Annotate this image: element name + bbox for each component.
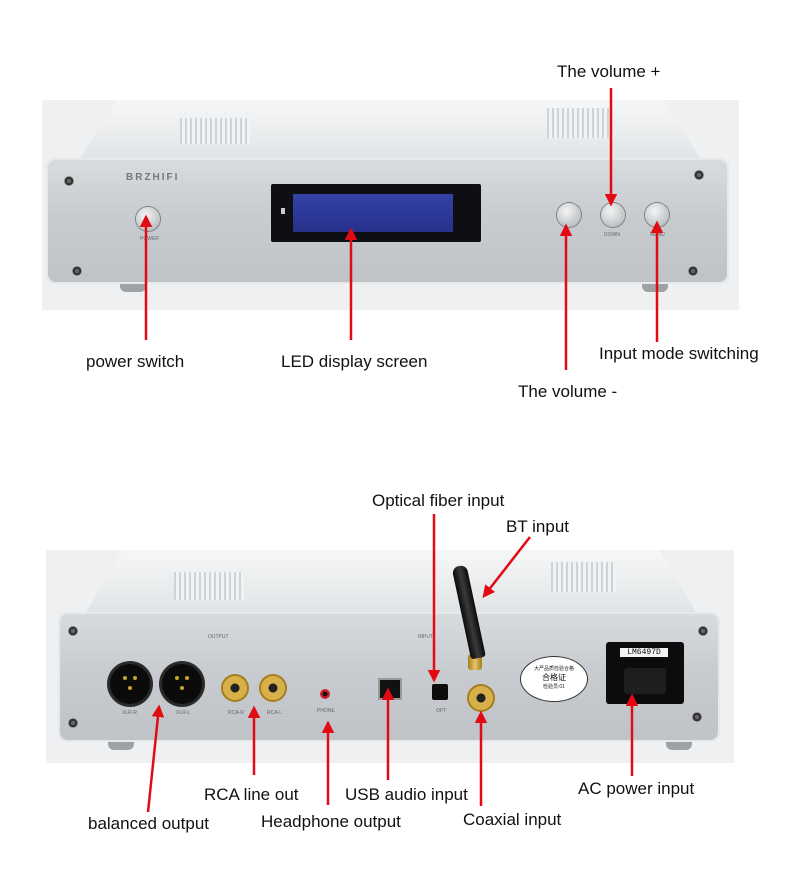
screw-icon — [698, 626, 708, 636]
xlr-right-connector[interactable] — [110, 664, 150, 704]
rca-right-jack[interactable] — [221, 674, 249, 702]
power-label: POWER — [140, 236, 159, 242]
label-bt: BT input — [506, 517, 570, 536]
label-volume-minus: The volume - — [518, 382, 618, 401]
label-balanced: balanced output — [88, 814, 209, 833]
arrow-bt — [482, 536, 531, 598]
input-label: INPUT — [418, 634, 433, 640]
xlr-r-label: XLR-R — [122, 710, 138, 716]
rear-foot-right — [666, 742, 692, 750]
screw-icon — [692, 712, 702, 722]
screw-icon — [68, 718, 78, 728]
label-led-display: LED display screen — [281, 352, 428, 371]
fuse-label: LM6497D — [620, 648, 668, 657]
xlr-left-connector[interactable] — [162, 664, 202, 704]
screw-icon — [694, 170, 704, 180]
rear-vent-left — [174, 572, 244, 600]
rear-vent-right — [551, 562, 616, 592]
label-optical: Optical fiber input — [372, 491, 505, 510]
label-input-mode: Input mode switching — [599, 344, 759, 363]
label-usb: USB audio input — [345, 785, 468, 804]
ac-power-socket[interactable]: LM6497D — [606, 642, 684, 704]
volume-minus-button[interactable] — [557, 203, 581, 227]
opt-label: OPT — [436, 708, 447, 714]
output-label: OUTPUT — [208, 634, 229, 640]
qc-sticker: 大严品质检验合格 合格证 检验员:01 — [520, 656, 588, 702]
rca-l-label: RCA-L — [267, 710, 283, 716]
front-foot-left — [120, 284, 146, 292]
qc-top-text: 大严品质检验合格 — [533, 666, 574, 672]
volume-plus-button[interactable] — [601, 203, 625, 227]
screw-icon — [68, 626, 78, 636]
brand-logo: BRZHIFI — [126, 172, 180, 183]
xlr-l-label: XLR-L — [176, 710, 191, 716]
front-photo: BRZHIFI POWER DOWN MENU — [42, 100, 739, 310]
rca-left-jack[interactable] — [259, 674, 287, 702]
rca-r-label: RCA-R — [228, 710, 244, 716]
rear-foot-left — [108, 742, 134, 750]
display-bezel — [271, 184, 481, 242]
down-label: DOWN — [604, 232, 620, 238]
label-power-switch: power switch — [86, 352, 185, 371]
front-vent-right — [547, 108, 612, 138]
label-coaxial: Coaxial input — [463, 810, 562, 829]
label-volume-plus: The volume + — [557, 62, 661, 81]
label-ac: AC power input — [578, 779, 695, 798]
phone-label: PHONE — [317, 708, 335, 714]
qc-main-text: 合格证 — [542, 673, 566, 682]
label-headphone: Headphone output — [261, 812, 401, 831]
screw-icon — [64, 176, 74, 186]
coaxial-jack[interactable] — [467, 684, 495, 712]
headphone-jack[interactable] — [320, 689, 330, 699]
display-indicator — [281, 208, 285, 214]
qc-bottom-text: 检验员:01 — [543, 684, 565, 690]
label-rca-line: RCA line out — [204, 785, 299, 804]
screw-icon — [72, 266, 82, 276]
led-display-screen — [293, 194, 453, 232]
arrow-balanced — [146, 704, 165, 813]
front-chassis: BRZHIFI POWER DOWN MENU — [46, 158, 729, 284]
front-foot-right — [642, 284, 668, 292]
optical-port[interactable] — [432, 684, 448, 700]
screw-icon — [688, 266, 698, 276]
front-vent-left — [180, 118, 250, 144]
